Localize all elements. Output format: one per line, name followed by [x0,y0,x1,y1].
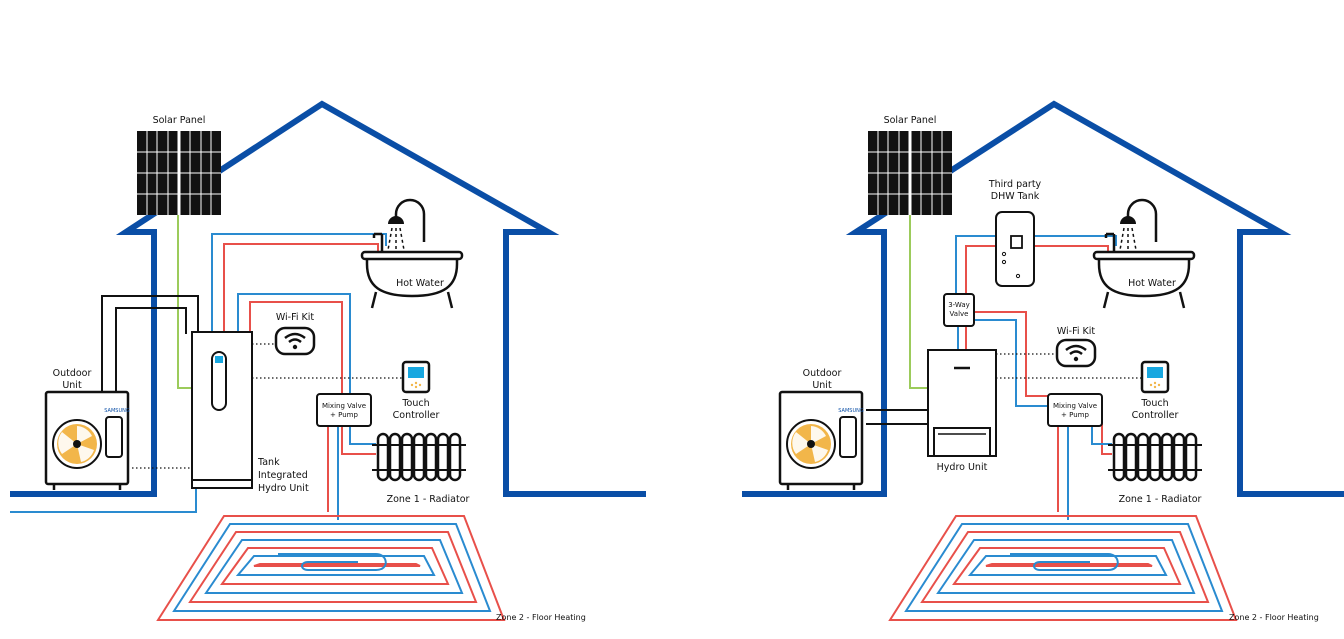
hydro-unit-label: Hydro Unit [937,462,988,473]
three-way-valve [943,293,975,327]
signal-lines [996,353,1142,379]
right-diagram: Solar Panel Third party DHW Tank Hot Wat… [742,100,1344,622]
zone1-label: Zone 1 - Radiator [1119,494,1202,505]
three-way-label-1: 3-Way [948,301,970,309]
tank-label-3: Hydro Unit [258,483,309,494]
brand-logo: SAMSUNG [104,408,130,414]
hot-water-label: Hot Water [396,278,444,289]
outdoor-unit-icon [778,390,864,492]
bathtub-icon [1092,198,1196,310]
three-way-label-2: Valve [950,310,969,318]
radiator-icon [370,432,468,482]
dhw-tank-label-1: Third party [988,179,1042,190]
zone2-label: Zone 2 - Floor Heating [1229,613,1319,622]
hydro-unit [927,349,997,457]
left-diagram: Solar Panel Hot Water Wi-Fi Kit Tank Int… [10,100,646,622]
tank-hydro-unit [191,331,253,489]
dhw-tank [995,211,1035,287]
wifi-kit-label: Wi-Fi Kit [1057,326,1096,337]
outdoor-unit-label-1: Outdoor [53,368,92,379]
solar-panel-label: Solar Panel [153,115,206,126]
floor-heating-icon [889,515,1237,621]
hot-water-label: Hot Water [1128,278,1176,289]
radiator-icon [1106,432,1204,482]
mixing-label-1: Mixing Valve [322,402,366,410]
house-outline [10,100,646,497]
signal-lines [132,343,403,469]
solar-panel-label: Solar Panel [884,115,937,126]
mixing-label-2: + Pump [330,411,358,419]
bathtub-icon [360,198,464,310]
floor-heating-icon [157,515,505,621]
touch-controller-icon [1140,360,1170,394]
mixing-valve-pump [316,393,372,427]
touch-label-2: Controller [1132,410,1179,421]
dhw-tank-label-2: DHW Tank [991,191,1040,202]
mixing-label-2: + Pump [1061,411,1089,419]
touch-label-1: Touch [401,398,429,409]
tank-label-1: Tank [257,457,280,468]
wifi-kit-icon [274,326,316,356]
touch-label-1: Touch [1140,398,1168,409]
house-outline [742,100,1344,497]
mixing-valve-pump [1047,393,1103,427]
mixing-label-1: Mixing Valve [1053,402,1097,410]
outdoor-unit-label-2: Unit [812,380,832,391]
touch-controller-icon [401,360,431,394]
zone2-label: Zone 2 - Floor Heating [496,613,586,622]
outdoor-unit-icon [44,390,130,492]
zone1-label: Zone 1 - Radiator [387,494,470,505]
wifi-kit-label: Wi-Fi Kit [276,312,315,323]
wifi-kit-icon [1055,338,1097,368]
tank-label-2: Integrated [258,470,308,481]
solar-panel-icon [866,129,954,217]
pipe-network [866,215,1117,520]
touch-label-2: Controller [393,410,440,421]
brand-logo: SAMSUNG [838,408,864,414]
pipe-network [10,215,387,520]
outdoor-unit-label-1: Outdoor [803,368,842,379]
outdoor-unit-label-2: Unit [62,380,82,391]
solar-panel-icon [135,129,223,217]
